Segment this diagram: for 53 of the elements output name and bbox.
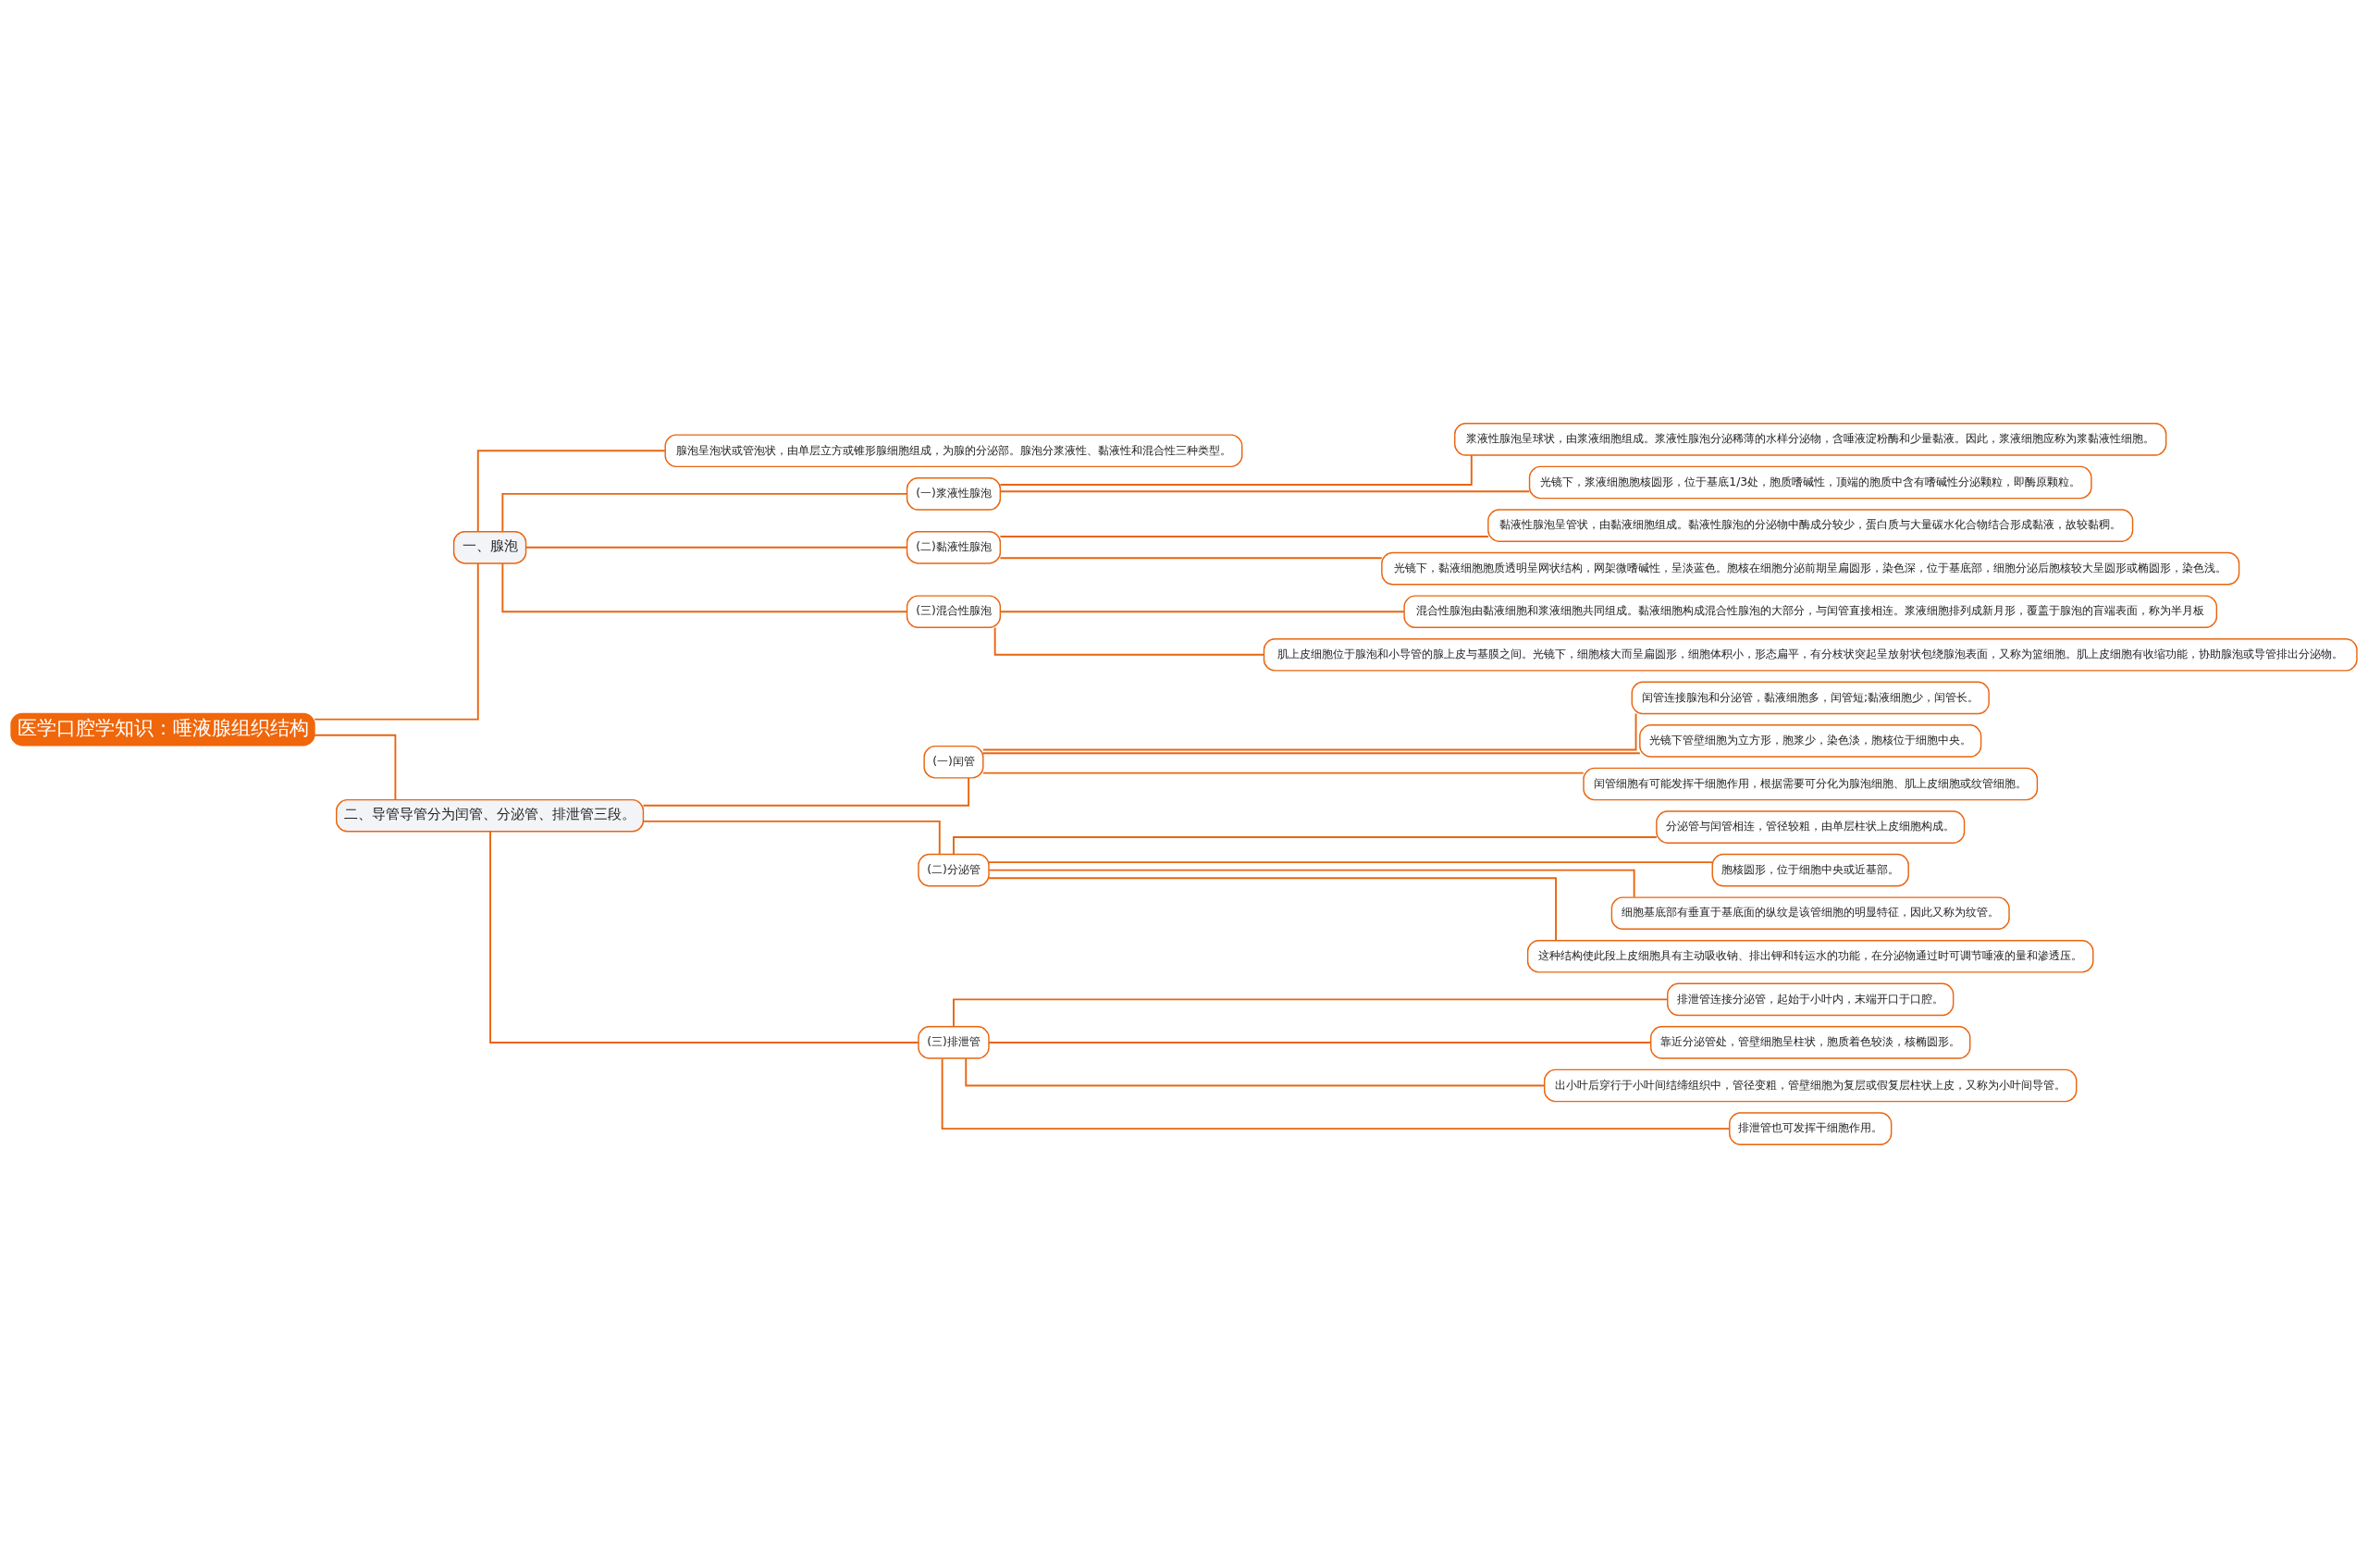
connector [981,752,1641,755]
node-box: (一)闰管 [923,745,984,779]
node-box: 腺泡呈泡状或管泡状，由单层立方或锥形腺细胞组成，为腺的分泌部。腺泡分浆液性、黏液性和混合性三种类型。 [664,434,1243,468]
connector [993,626,1265,656]
connector [999,536,1489,537]
node-box: 光镜下，浆液细胞胞核圆形，位于基底1/3处，胞质嗜碱性，顶端的胞质中含有嗜碱性分泌颗粒，即酶原颗粒。 [1528,465,2092,500]
node-box: 浆液性腺泡呈球状，由浆液细胞组成。浆液性腺泡分泌稀薄的水样分泌物，含唾液淀粉酶和少量黏液。因此，浆液细胞应称为浆黏液性细胞。 [1454,423,2167,456]
node-box: 分泌管与闰管相连，管径较粗，由单层柱状上皮细胞构成。 [1656,810,1966,844]
node-box: (一)浆液性腺泡 [906,477,1002,511]
node-box: 这种结构使此段上皮细胞具有主动吸收钠、排出钾和转运水的功能，在分泌物通过时可调节唾液的量和渗透压。 [1526,939,2094,973]
connector [476,450,666,533]
connector [999,490,1531,493]
node-box: 细胞基底部有垂直于基底面的纵纹是该管细胞的明显特征，因此又称为纹管。 [1610,896,2010,931]
node-box: 胞核圆形，位于细胞中央或近基部。 [1711,853,1909,887]
connector [953,836,1658,856]
node-box: 混合性腺泡由黏液细胞和浆液细胞共同组成。黏液细胞构成混合性腺泡的大部分，与闰管直接相连。浆液细胞排列成新月形，覆盖于腺泡的盲端表面，称为半月板 [1403,595,2218,629]
node-box: (二)分泌管 [918,853,990,887]
connector [501,492,908,533]
connector [642,820,941,856]
node-box: 一、腺泡 [452,531,527,564]
connector [314,734,397,801]
connector [988,869,1635,898]
connector [501,562,908,613]
connector [524,546,908,549]
node-box: 闰管细胞有可能发挥干细胞作用，根据需要可分化为腺泡细胞、肌上皮细胞或纹管细胞。 [1583,767,2039,801]
connector [981,772,1585,774]
node-box: 光镜下，黏液细胞胞质透明呈网状结构，网架微嗜碱性，呈淡蓝色。胞核在细胞分泌前期呈扁圆形，染色深，位于基底部，细胞分泌后胞核较大呈圆形或椭圆形，染色浅。 [1381,551,2240,586]
connector [314,562,479,721]
node-box: (三)混合性腺泡 [906,595,1002,629]
node-box: 肌上皮细胞位于腺泡和小导管的腺上皮与基膜之间。光镜下，细胞核大而呈扁圆形，细胞体积小，形态扁平，有分枝状突起呈放射状包绕腺泡表面，又称为篮细胞。肌上皮细胞有收缩功能，协助腺泡或导管排出分泌物。 [1263,637,2358,672]
connector [999,611,1405,613]
connector [489,831,919,1043]
node-box: (三)排泄管 [918,1026,990,1059]
connector [953,998,1669,1028]
node-box: (二)黏液性腺泡 [906,531,1002,564]
node-box: 黏液性腺泡呈管状，由黏液细胞组成。黏液性腺泡的分泌物中酶成分较少，蛋白质与大量碳水化合物结合形成黏液，故较黏稠。 [1487,509,2134,542]
node-box: 排泄管连接分泌管，起始于小叶内，末端开口于口腔。 [1667,982,1955,1017]
connector [965,1057,1546,1087]
connector [981,712,1637,751]
connector [988,1042,1652,1043]
connector [642,777,970,807]
node-box: 医学口腔学知识：唾液腺组织结构 [10,712,315,747]
node-box: 光镜下管壁细胞为立方形，胞浆少，染色淡，胞核位于细胞中央。 [1639,724,1982,758]
connector [999,454,1473,486]
node-box: 排泄管也可发挥干细胞作用。 [1729,1112,1893,1145]
node-box: 闰管连接腺泡和分泌管，黏液细胞多，闰管短;黏液细胞少，闰管长。 [1631,681,1990,715]
node-box: 出小叶后穿行于小叶间结缔组织中，管径变粗，管壁细胞为复层或假复层柱状上皮，又称为小叶间导管。 [1544,1068,2078,1103]
connector [941,1057,1731,1130]
node-box: 靠近分泌管处，管壁细胞呈柱状，胞质着色较淡，核椭圆形。 [1650,1026,1971,1059]
node-box: 二、导管导管分为闰管、分泌管、排泄管三段。 [336,798,645,833]
connector [999,557,1383,560]
connector [988,861,1713,864]
connector [988,877,1557,942]
